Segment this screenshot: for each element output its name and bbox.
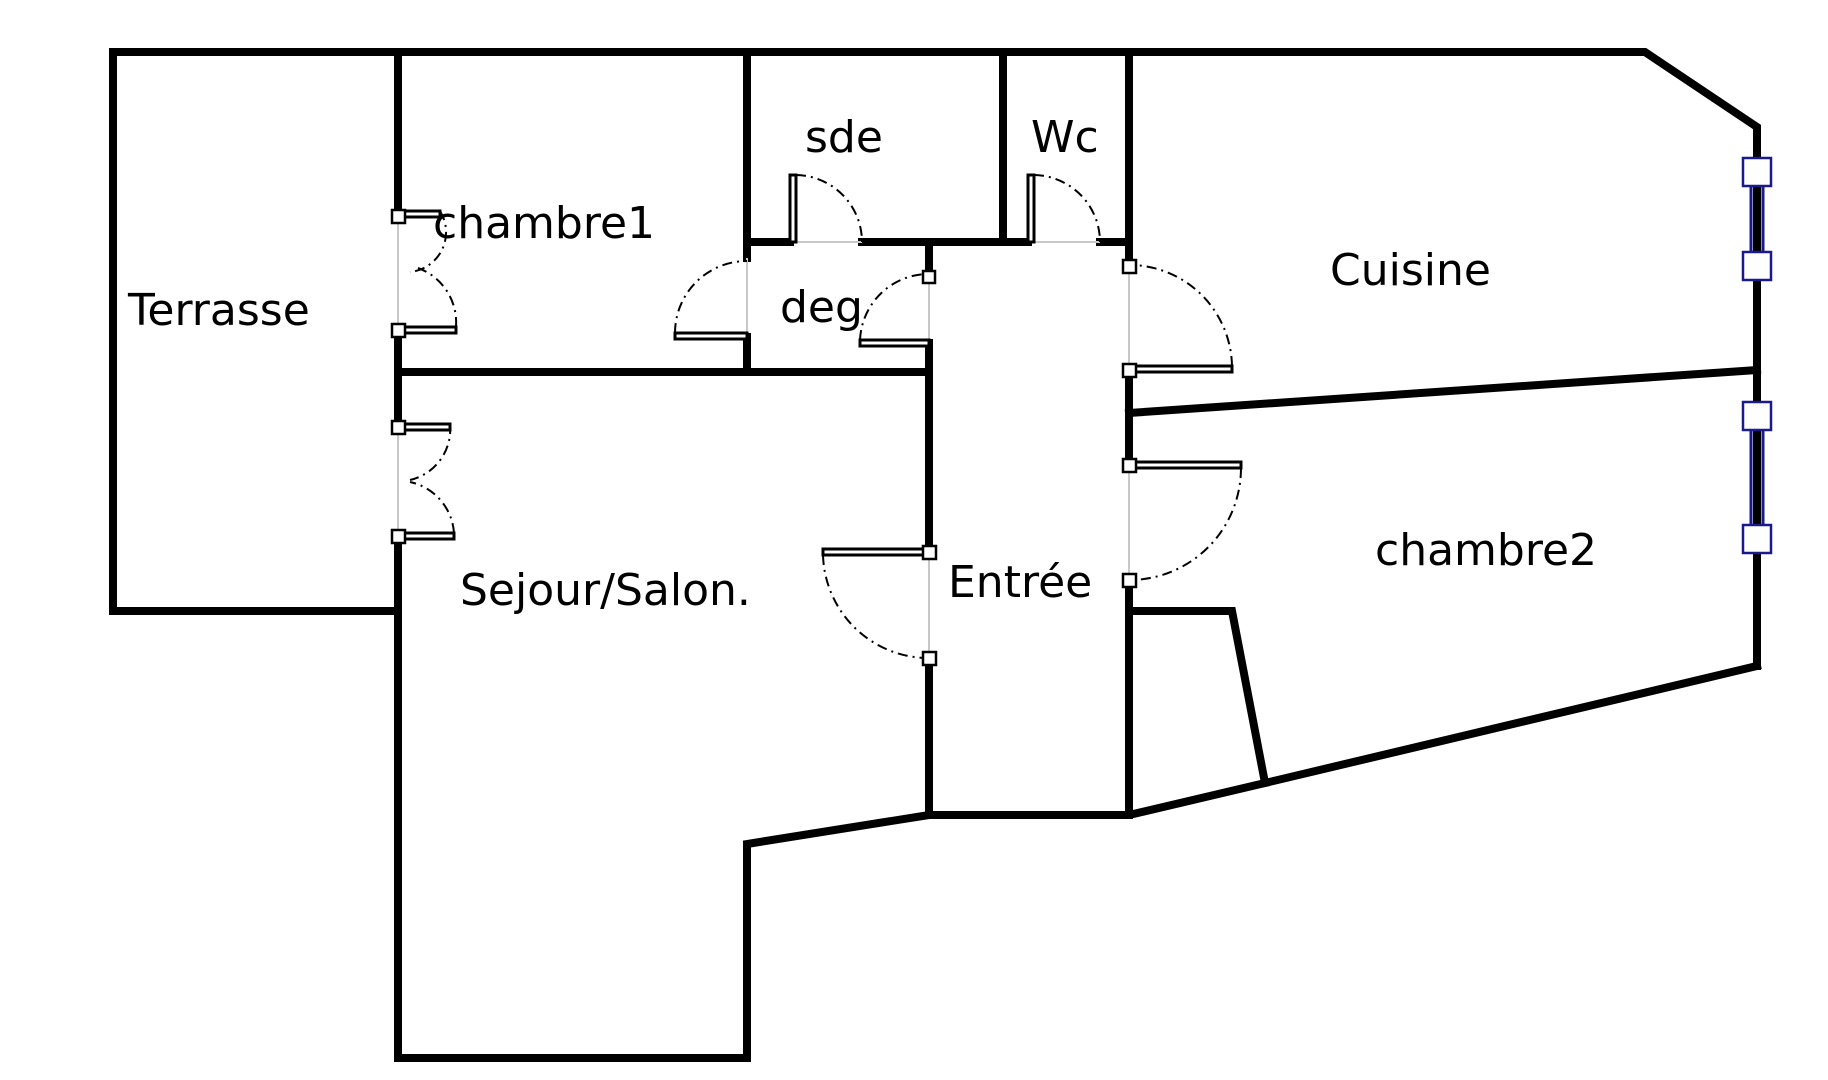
- door-wc: [1026, 173, 1101, 244]
- door-sejour: [821, 544, 938, 667]
- room-label-terrasse: Terrasse: [127, 285, 310, 336]
- room-label-entree: Entrée: [948, 557, 1092, 608]
- room-labels: Terrasse chambre1 sde Wc deg Cuisine Sej…: [127, 112, 1597, 616]
- room-label-sejour: Sejour/Salon.: [460, 565, 751, 616]
- windows: [1741, 156, 1773, 555]
- door-cuisine: [1121, 258, 1234, 379]
- terrasse-wall: [109, 48, 402, 615]
- room-label-chambre1: chambre1: [433, 198, 655, 249]
- window-cuisine: [1741, 156, 1773, 282]
- door-chambre1: [673, 260, 749, 341]
- door-terrasse-sejour: [390, 419, 456, 545]
- walls: [109, 48, 1762, 1062]
- door-chambre2: [1121, 457, 1243, 589]
- openings: [397, 215, 1130, 658]
- door-terrasse-chambre1: [390, 208, 458, 339]
- window-chambre2: [1741, 400, 1773, 555]
- cuisine-chambre2-wall: [1124, 365, 1762, 418]
- exterior-wall-bottom: [394, 661, 1762, 1062]
- closet-wall: [1125, 607, 1270, 788]
- room-label-sde: sde: [805, 112, 883, 163]
- exterior-wall-top-right: [109, 48, 1761, 670]
- room-label-deg: deg: [780, 282, 863, 333]
- door-deg: [858, 269, 937, 348]
- doors: [390, 173, 1243, 667]
- room-label-wc: Wc: [1031, 112, 1099, 163]
- room-label-cuisine: Cuisine: [1330, 245, 1491, 296]
- door-sde: [788, 173, 863, 244]
- room-label-chambre2: chambre2: [1375, 525, 1597, 576]
